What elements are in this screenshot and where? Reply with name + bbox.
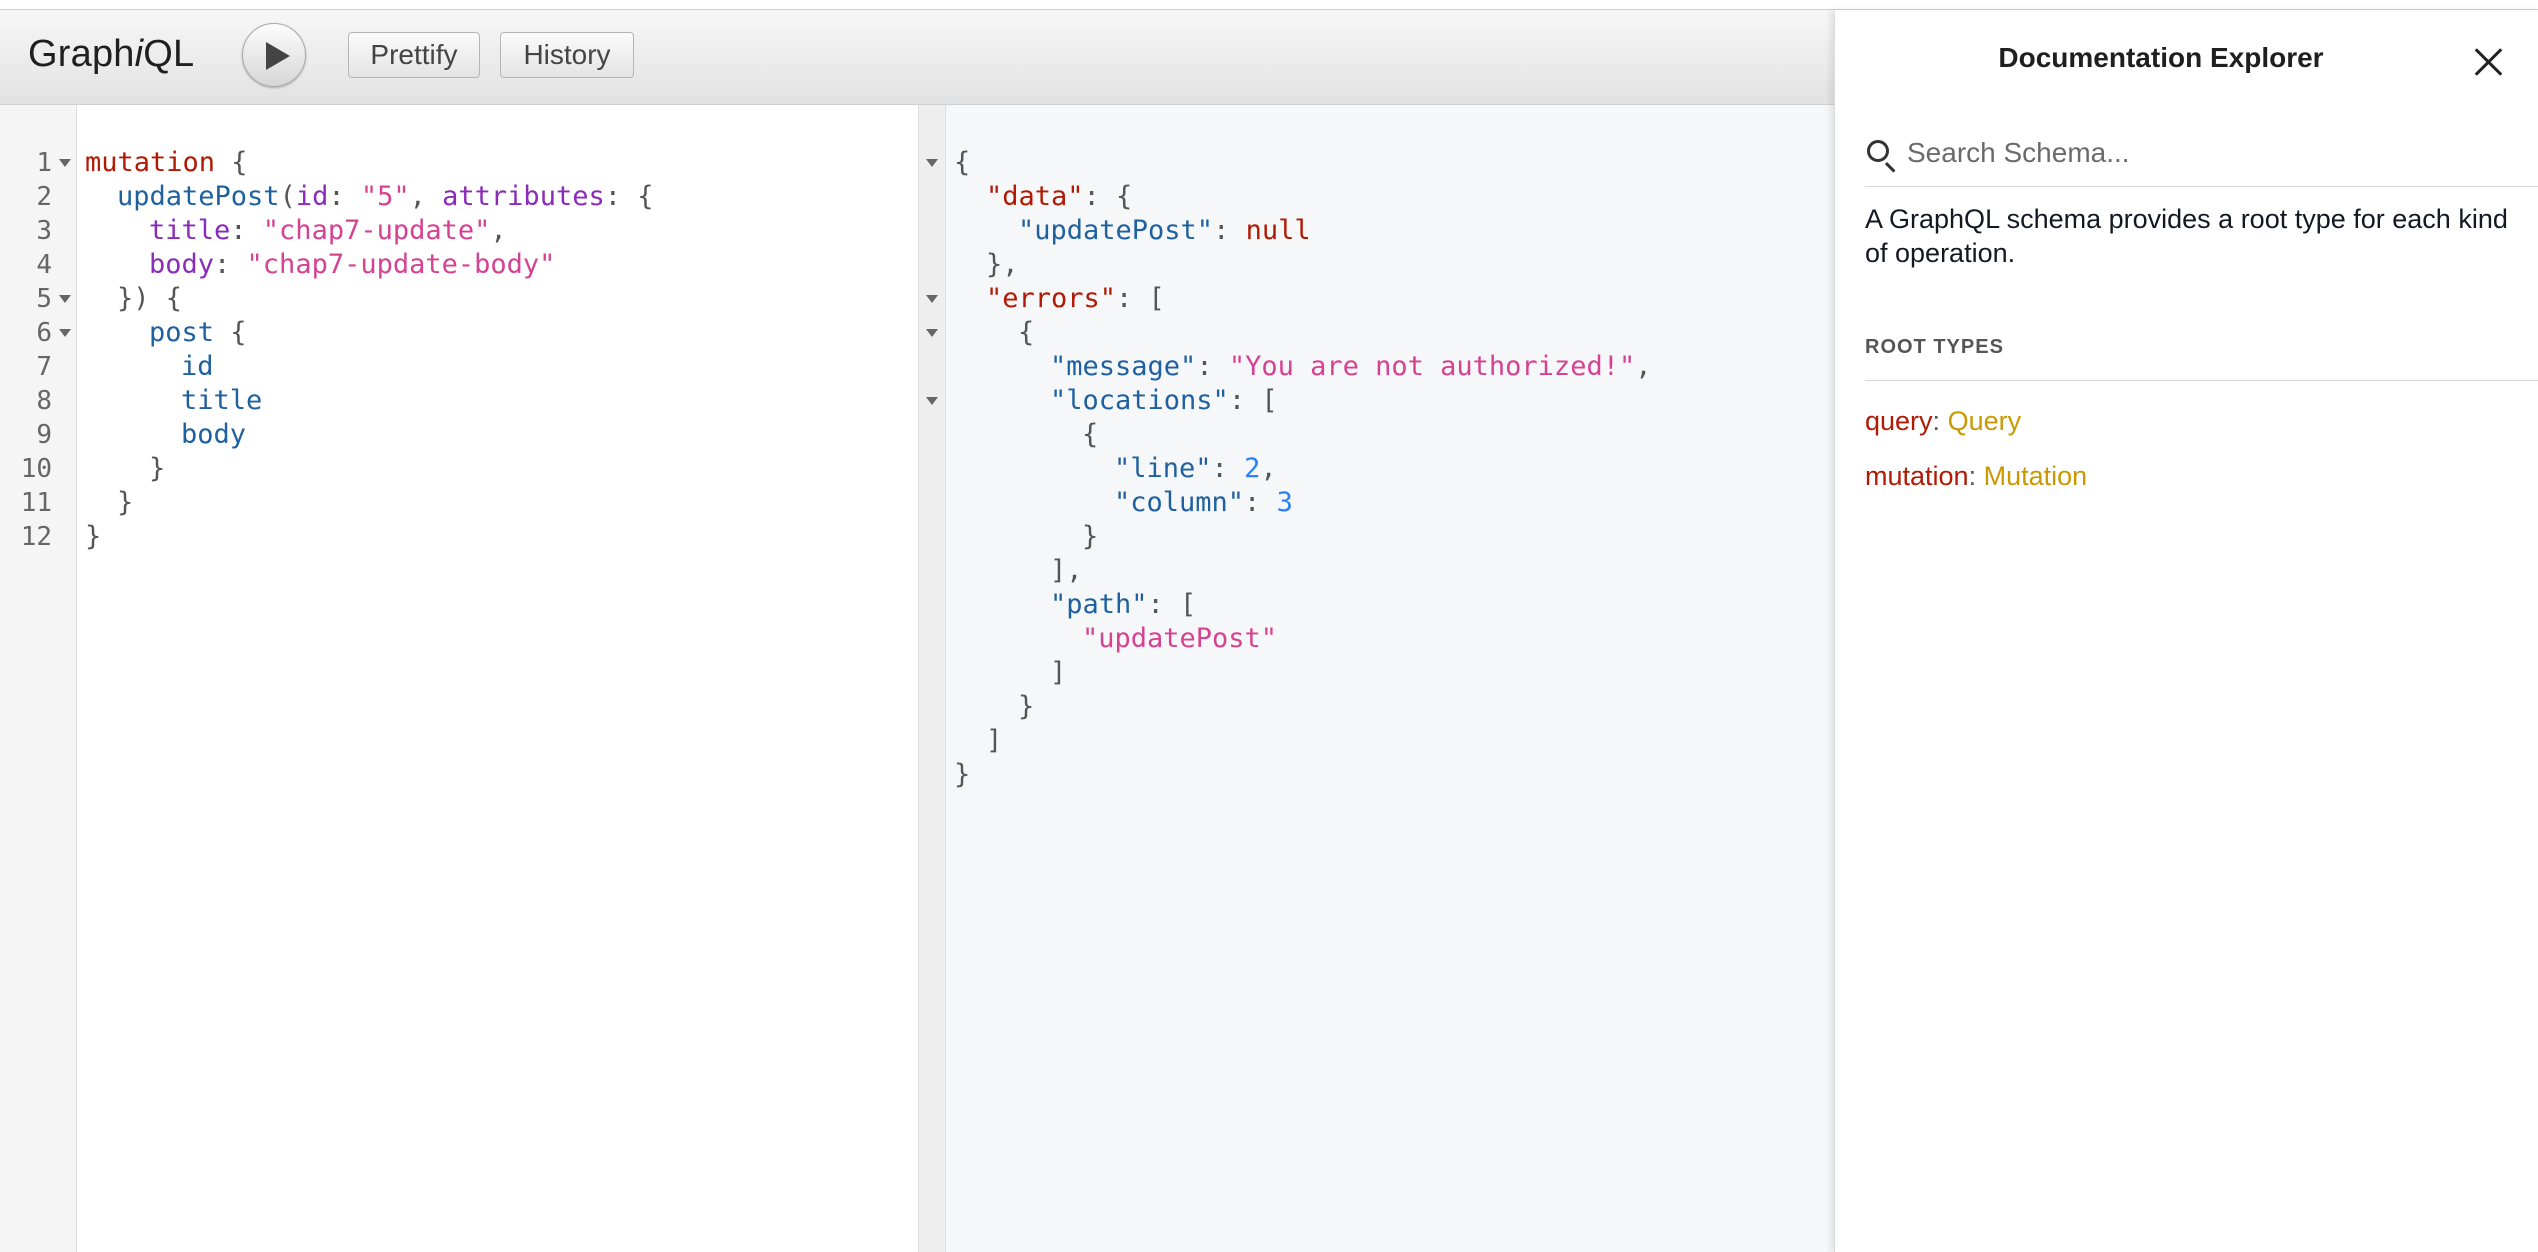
json-line: "column": 3 — [1114, 487, 1293, 518]
line-number: 6 — [36, 318, 52, 348]
json-line: "errors": [ — [986, 283, 1165, 314]
line-number: 1 — [36, 148, 52, 178]
fold-toggle-icon[interactable] — [926, 295, 938, 303]
query-editor[interactable]: 1 2 3 4 5 6 7 8 9 10 11 12 mutation { up… — [0, 105, 918, 1252]
search-icon — [1867, 140, 1889, 162]
search-schema-input[interactable] — [1905, 132, 2509, 174]
doc-explorer-title: Documentation Explorer — [1998, 42, 2324, 73]
line-number: 9 — [36, 420, 52, 450]
code-line: } — [117, 487, 134, 518]
json-line: "message": "You are not authorized!", — [1050, 351, 1652, 382]
code-line: title: "chap7-update", — [149, 215, 507, 246]
code-line: } — [85, 521, 102, 552]
code-line: mutation { — [85, 147, 248, 178]
json-line: "path": [ — [1050, 589, 1197, 620]
result-json: { "data": { "updatePost": null }, "error… — [919, 105, 1651, 790]
json-line: "updatePost" — [1082, 623, 1278, 654]
fold-toggle-icon[interactable] — [926, 397, 938, 405]
close-icon[interactable] — [2471, 44, 2507, 80]
fold-toggle-icon[interactable] — [59, 159, 71, 167]
line-number: 3 — [36, 216, 52, 246]
json-line: "updatePost": null — [1018, 215, 1311, 246]
schema-description: A GraphQL schema provides a root type fo… — [1865, 204, 2508, 268]
line-number: 11 — [20, 488, 52, 518]
result-fold-gutter — [919, 105, 946, 1252]
code-line: body: "chap7-update-body" — [149, 249, 556, 280]
divider — [1865, 380, 2538, 381]
line-number: 12 — [20, 522, 52, 552]
json-line: } — [1082, 521, 1099, 552]
root-types-heading: ROOT TYPES — [1865, 336, 2004, 358]
json-line: ] — [1050, 657, 1067, 688]
code-line: }) { — [117, 283, 183, 314]
schema-search — [1865, 122, 2538, 187]
code-line: id — [181, 351, 214, 382]
result-viewer[interactable]: { "data": { "updatePost": null }, "error… — [918, 105, 1835, 1252]
line-number-gutter: 1 2 3 4 5 6 7 8 9 10 11 12 — [0, 105, 77, 1252]
json-line: } — [1018, 691, 1035, 722]
line-number: 4 — [36, 250, 52, 280]
history-button[interactable]: History — [500, 32, 634, 78]
query-code: mutation { updatePost(id: "5", attribute… — [0, 105, 654, 552]
play-icon — [266, 42, 290, 70]
mutation-type-link[interactable]: Mutation — [1983, 461, 2088, 491]
json-line: { — [1018, 317, 1035, 348]
toolbar: GraphiQL Prettify History — [0, 10, 1834, 105]
json-line: ], — [1050, 555, 1083, 586]
documentation-explorer: Documentation Explorer A GraphQL schema … — [1834, 10, 2538, 1252]
fold-toggle-icon[interactable] — [59, 329, 71, 337]
json-line: "locations": [ — [1050, 385, 1278, 416]
fold-toggle-icon[interactable] — [926, 159, 938, 167]
fold-toggle-icon[interactable] — [59, 295, 71, 303]
line-number: 7 — [36, 352, 52, 382]
query-type-link[interactable]: Query — [1947, 406, 2022, 436]
code-line: updatePost(id: "5", attributes: { — [117, 181, 654, 212]
prettify-button[interactable]: Prettify — [348, 32, 480, 78]
json-line: } — [954, 759, 971, 790]
json-line: }, — [986, 249, 1019, 280]
root-type-mutation: mutation: Mutation — [1865, 461, 2088, 491]
json-line: "line": 2, — [1114, 453, 1277, 484]
window-top-strip — [0, 0, 2538, 10]
json-line: "data": { — [986, 181, 1133, 212]
code-line: post { — [149, 317, 247, 348]
line-number: 2 — [36, 182, 52, 212]
json-line: { — [954, 147, 971, 178]
code-line: } — [149, 453, 166, 484]
json-line: { — [1082, 419, 1099, 450]
code-line: body — [181, 419, 247, 450]
line-number: 8 — [36, 386, 52, 416]
root-type-query: query: Query — [1865, 406, 2022, 436]
json-line: ] — [986, 725, 1003, 756]
execute-query-button[interactable] — [242, 23, 306, 87]
line-number: 10 — [20, 454, 52, 484]
graphiql-logo: GraphiQL — [28, 33, 195, 75]
fold-toggle-icon[interactable] — [926, 329, 938, 337]
code-line: title — [181, 385, 263, 416]
line-number: 5 — [36, 284, 52, 314]
